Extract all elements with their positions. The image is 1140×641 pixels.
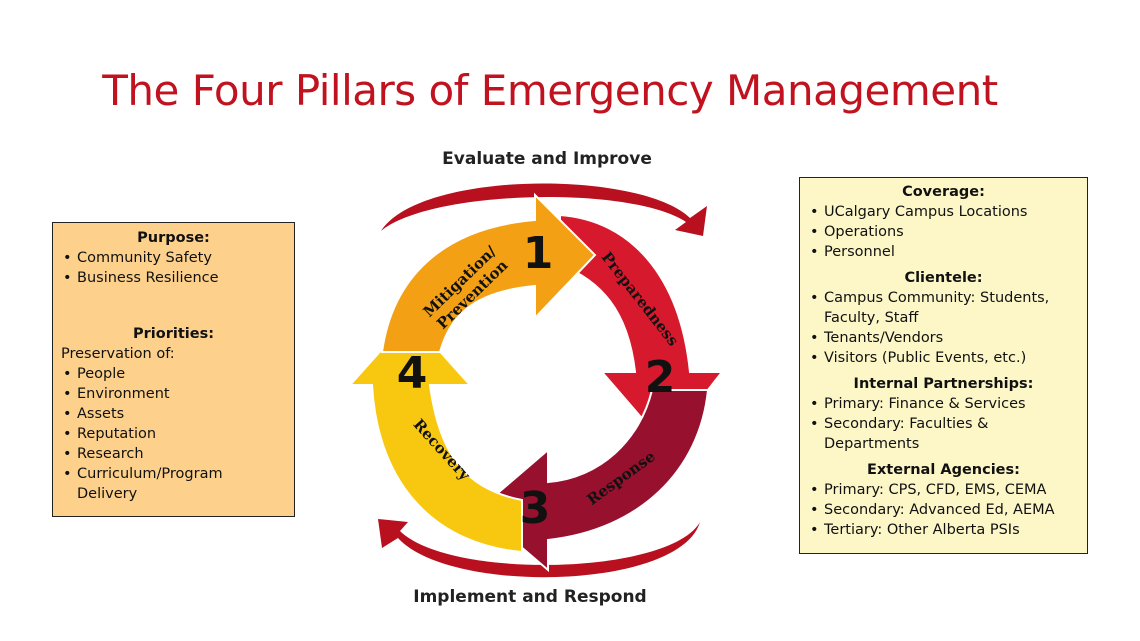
purpose-item: Business Resilience	[61, 268, 286, 288]
recovery-segment	[347, 316, 523, 554]
priorities-heading: Priorities:	[133, 326, 214, 342]
preparedness-number: 2	[645, 352, 676, 403]
preparedness-segment	[559, 213, 725, 447]
priority-item: People	[61, 364, 286, 384]
coverage-item: Operations	[808, 222, 1079, 242]
clientele-item: Visitors (Public Events, etc.)	[808, 348, 1079, 368]
priority-item: Assets	[61, 404, 286, 424]
coverage-item: Personnel	[808, 242, 1079, 262]
mitigation-segment	[380, 192, 597, 353]
page-title: The Four Pillars of Emergency Management	[102, 66, 998, 115]
priority-item: Curriculum/Program Delivery	[61, 464, 286, 504]
partnerships-heading: Internal Partnerships:	[853, 376, 1034, 392]
clientele-list: Campus Community: Students, Faculty, Sta…	[808, 288, 1079, 368]
agencies-list: Primary: CPS, CFD, EMS, CEMA Secondary: …	[808, 480, 1079, 540]
implement-respond-label: Implement and Respond	[413, 587, 647, 607]
agencies-heading: External Agencies:	[867, 462, 1020, 478]
coverage-list: UCalgary Campus Locations Operations Per…	[808, 202, 1079, 262]
mitigation-number: 1	[523, 228, 554, 279]
purpose-priorities-box: Purpose: Community Safety Business Resil…	[52, 222, 295, 517]
clientele-heading: Clientele:	[904, 270, 983, 286]
coverage-heading: Coverage:	[902, 184, 985, 200]
response-segment	[476, 389, 710, 573]
purpose-heading: Purpose:	[137, 230, 210, 246]
evaluate-improve-label: Evaluate and Improve	[442, 149, 652, 169]
purpose-item: Community Safety	[61, 248, 286, 268]
partnership-item: Primary: Finance & Services	[808, 394, 1079, 414]
recovery-number: 4	[397, 348, 428, 399]
coverage-item: UCalgary Campus Locations	[808, 202, 1079, 222]
bottom-curved-arrow	[378, 519, 700, 578]
partnership-item: Secondary: Faculties & Departments	[808, 414, 1079, 454]
agency-item: Tertiary: Other Alberta PSIs	[808, 520, 1079, 540]
purpose-list: Community Safety Business Resilience	[61, 248, 286, 288]
priority-item: Reputation	[61, 424, 286, 444]
agency-item: Primary: CPS, CFD, EMS, CEMA	[808, 480, 1079, 500]
priority-item: Environment	[61, 384, 286, 404]
response-number: 3	[520, 483, 551, 534]
clientele-item: Campus Community: Students, Faculty, Sta…	[808, 288, 1079, 328]
coverage-box: Coverage: UCalgary Campus Locations Oper…	[799, 177, 1088, 554]
agency-item: Secondary: Advanced Ed, AEMA	[808, 500, 1079, 520]
partnerships-list: Primary: Finance & Services Secondary: F…	[808, 394, 1079, 454]
priorities-list: People Environment Assets Reputation Res…	[61, 364, 286, 504]
top-curved-arrow	[381, 183, 707, 236]
priority-item: Research	[61, 444, 286, 464]
priorities-intro: Preservation of:	[61, 346, 175, 362]
clientele-item: Tenants/Vendors	[808, 328, 1079, 348]
